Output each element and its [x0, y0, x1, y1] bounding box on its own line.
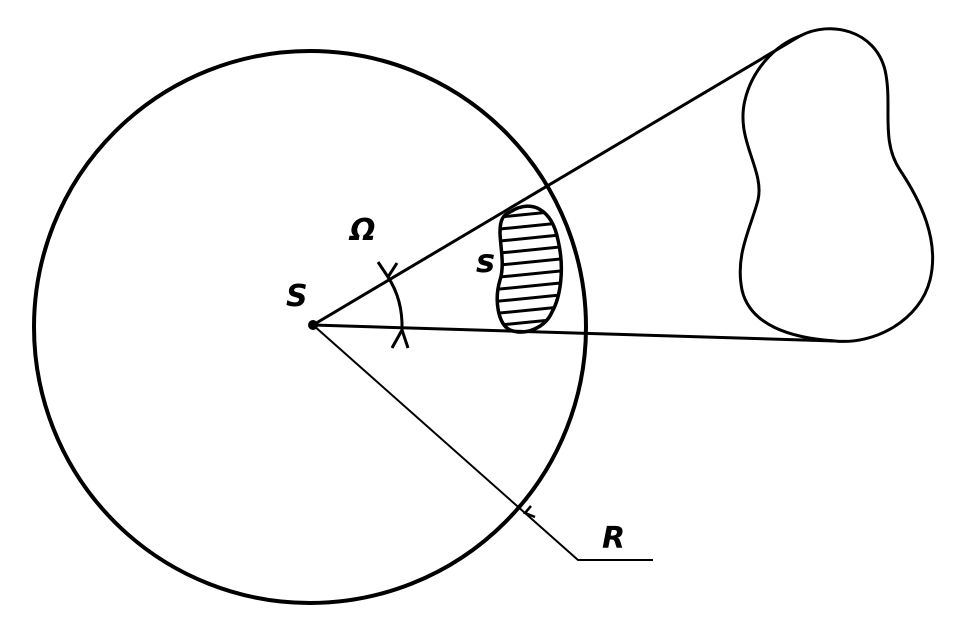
cone-upper-line: [312, 34, 801, 327]
label-source: S: [286, 279, 308, 314]
label-surface: s: [476, 242, 495, 280]
radius-arrowhead: [522, 505, 536, 519]
label-radius: R: [602, 521, 625, 556]
solid-angle-arc: [386, 276, 404, 331]
radius-line: [312, 324, 526, 514]
distant-body-outline: [738, 27, 935, 343]
arc-arrow-lower: [390, 326, 410, 349]
surface-element-s: [495, 204, 564, 334]
sphere-circle: [32, 49, 588, 605]
cone-lower-line: [312, 323, 836, 343]
radius-leader-line: [524, 512, 653, 561]
label-solid-angle: Ω: [348, 213, 376, 248]
arc-arrow-upper: [376, 261, 399, 280]
